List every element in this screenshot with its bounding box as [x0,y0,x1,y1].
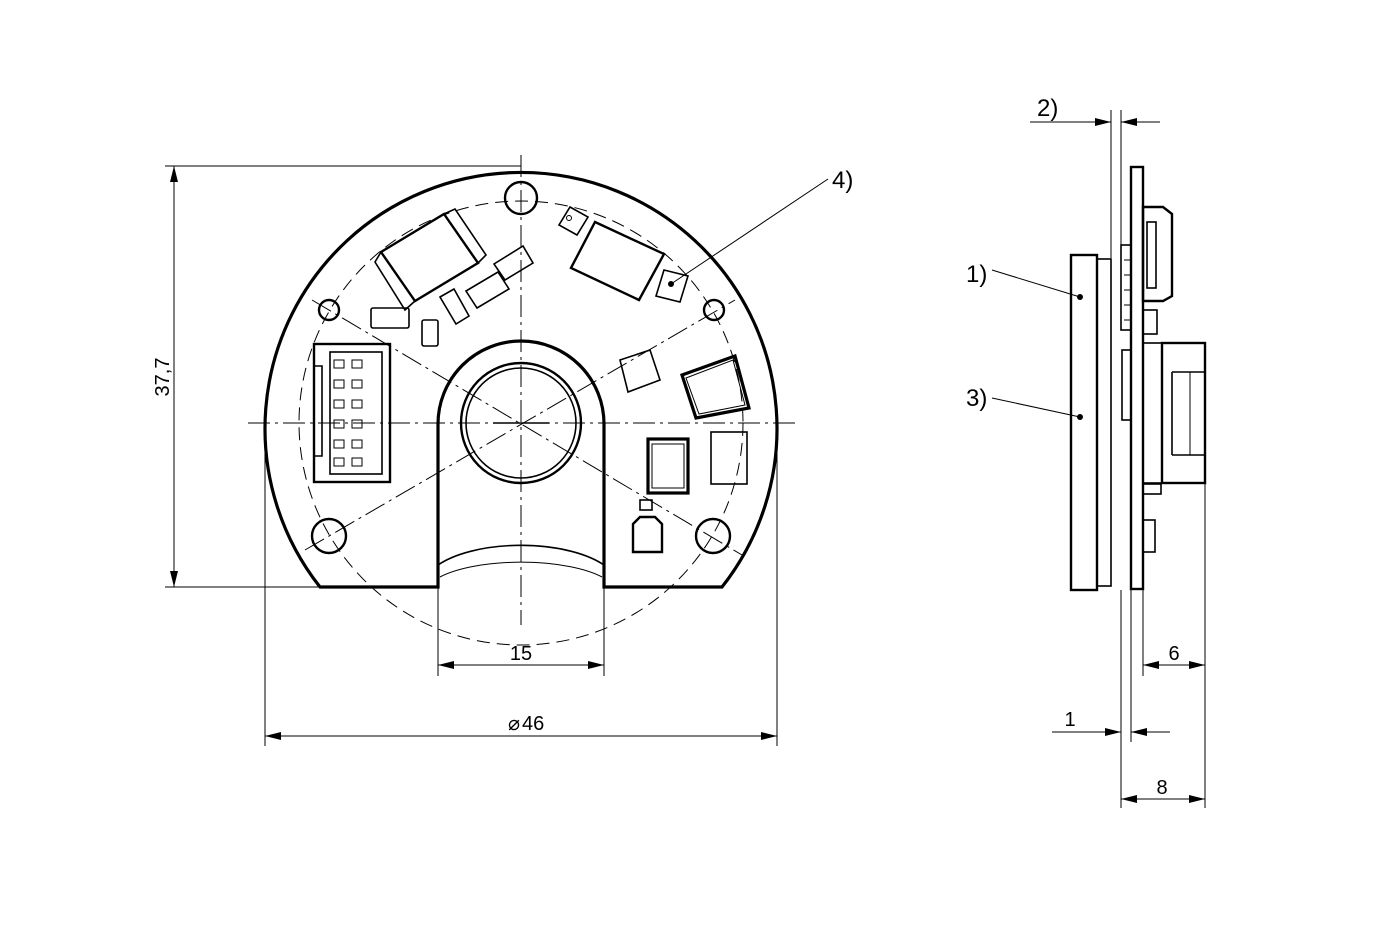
callout-2-label: 2) [1037,95,1058,122]
components-upper-left [370,207,535,347]
diagonal-centerline-2 [304,299,736,551]
components-right [631,353,751,554]
mounting-hole-left-upper [317,298,341,322]
depth-8-label: 8 [1156,777,1167,799]
callout-3-leader [991,397,1081,418]
height-dimension-label: 37,7 [152,358,174,397]
side-view: 2) 1) 3) 6 1 8 [966,95,1207,808]
callout-3-label: 3) [966,385,987,412]
callout-1-leader [991,269,1081,298]
pcb-side [1129,165,1145,591]
magnet-ring-arc-lower [439,561,603,578]
callout-3-dot [1077,414,1083,420]
callout-1-label: 1) [966,261,987,288]
magnet-ring-arc [437,544,605,566]
shaft-ring-inner [465,367,577,479]
sensor-plate [1069,253,1099,592]
mounting-hole-bottom-right [694,517,732,555]
sensor-plate-lip [1096,258,1112,587]
shaft-ring-outer [459,361,583,485]
diagonal-centerline-1 [311,299,743,556]
callout-4-label: 4) [832,167,853,194]
slot-dimension-label: 15 [510,643,532,665]
callout-1-dot [1077,294,1083,300]
mounting-hole-top [503,180,539,216]
pcb-components-side [1120,205,1207,553]
board-outline [263,170,779,589]
front-view: 4) 37,7 15 ⌀ 46 [152,155,853,746]
thickness-1-label: 1 [1064,709,1075,731]
mounting-hole-bottom-left [310,517,348,555]
callout-4-leader [670,178,829,285]
diameter-symbol: ⌀ [508,713,520,735]
components-upper-right [557,205,690,394]
depth-6-label: 6 [1168,643,1179,665]
callout-4-dot [668,281,674,287]
connector [312,342,392,484]
mounting-hole-right-upper [702,298,726,322]
diameter-dimension-label: 46 [522,713,544,735]
bolt-circle [298,200,744,646]
